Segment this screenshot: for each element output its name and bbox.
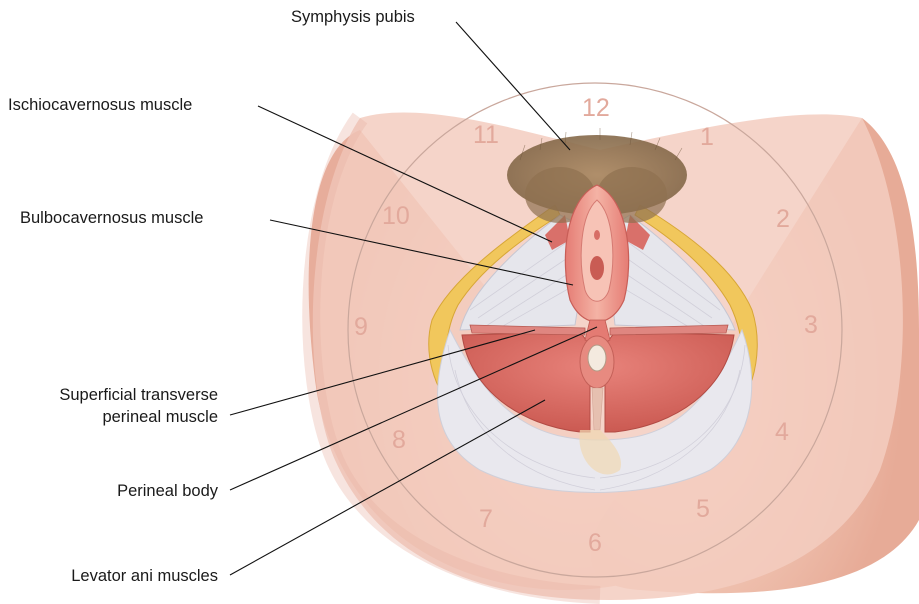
label-perineal-body: Perineal body [117, 482, 219, 500]
clock-number-1: 1 [700, 123, 714, 151]
clock-number-11: 11 [473, 121, 499, 149]
clock-number-6: 6 [588, 529, 602, 557]
clock-number-7: 7 [479, 505, 493, 533]
clock-number-10: 10 [382, 202, 410, 230]
clock-number-5: 5 [696, 495, 710, 523]
clock-number-3: 3 [804, 311, 818, 339]
label-levator-ani: Levator ani muscles [71, 567, 218, 585]
clock-number-9: 9 [354, 313, 368, 341]
label-bulbocavernosus: Bulbocavernosus muscle [20, 209, 203, 227]
clock-number-12: 12 [582, 94, 610, 122]
label-superficial-transverse-1: Superficial transverse [59, 386, 218, 404]
label-ischiocavernosus: Ischiocavernosus muscle [8, 96, 192, 114]
label-symphysis-pubis: Symphysis pubis [291, 8, 415, 26]
label-superficial-transverse-2: perineal muscle [102, 408, 218, 426]
clock-number-8: 8 [392, 426, 406, 454]
clock-number-4: 4 [775, 418, 789, 446]
clock-number-2: 2 [776, 205, 790, 233]
